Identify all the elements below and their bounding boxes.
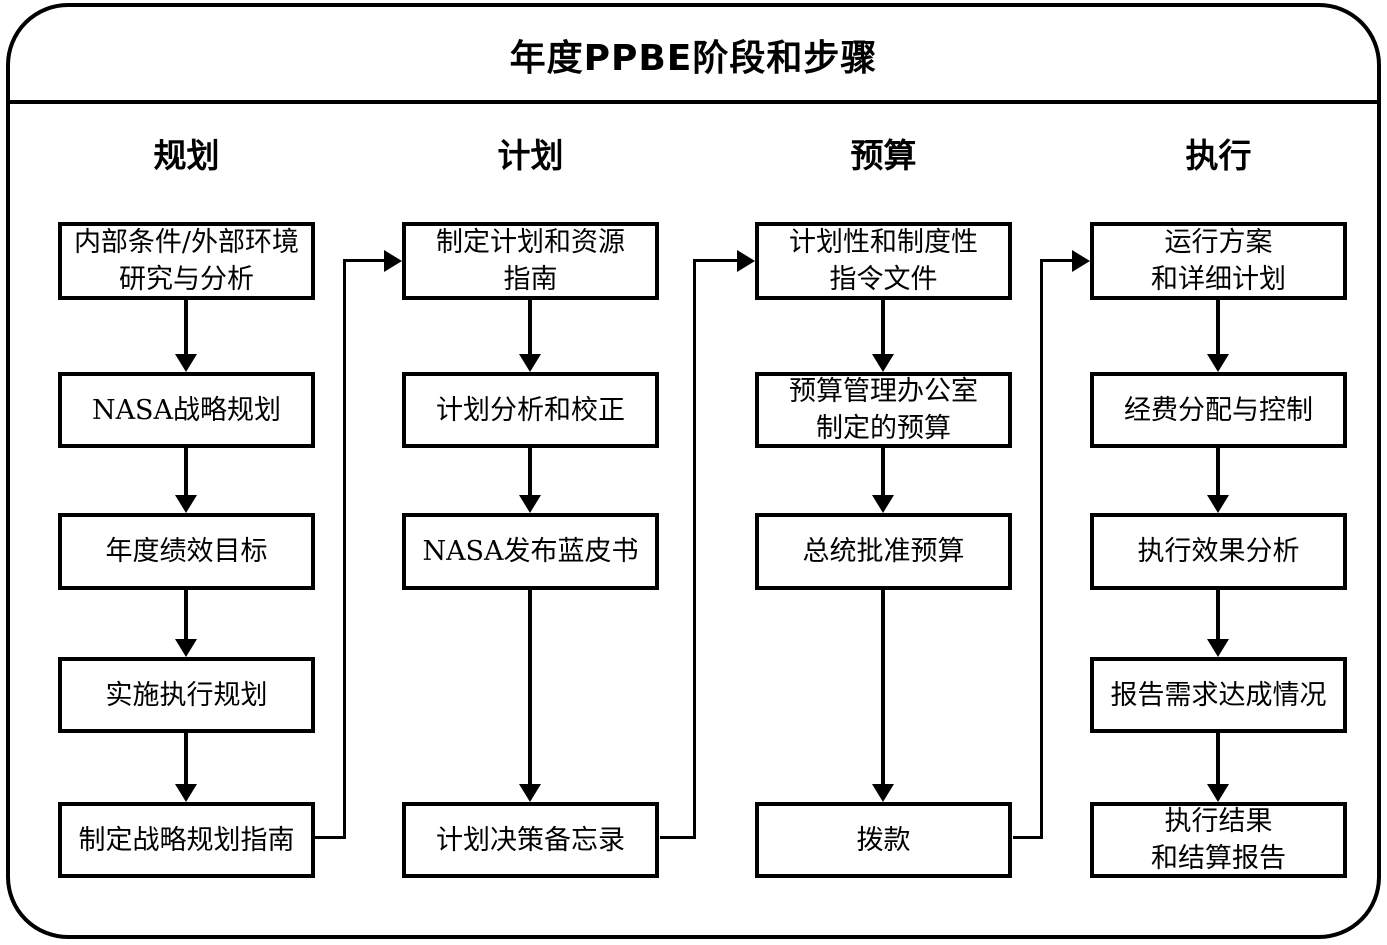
- box-budgeting-step-1: 计划性和制度性 指令文件: [755, 222, 1012, 300]
- box-execution-step-1: 运行方案 和详细计划: [1090, 222, 1347, 300]
- connector-budgeting-execution-riser: [1040, 259, 1043, 839]
- arrow-line-execution-4-5: [1216, 733, 1220, 786]
- box-planning-step-3: 年度绩效目标: [58, 513, 315, 590]
- connector-planning-programming-entry: [345, 259, 385, 262]
- title-separator-line: [6, 100, 1381, 104]
- box-programming-step-1: 制定计划和资源 指南: [402, 222, 659, 300]
- connector-planning-programming-exit: [315, 836, 346, 839]
- arrow-line-execution-3-4: [1216, 590, 1220, 641]
- arrowhead-right-icon: [1072, 250, 1090, 272]
- connector-programming-budgeting-exit: [660, 836, 696, 839]
- arrow-line-planning-1-2: [184, 300, 188, 356]
- arrowhead-right-icon: [737, 250, 755, 272]
- arrowhead-down-icon: [872, 354, 894, 372]
- column-header-execution: 执行: [1185, 136, 1252, 175]
- box-execution-step-2: 经费分配与控制: [1090, 372, 1347, 448]
- connector-budgeting-execution-entry: [1042, 259, 1073, 262]
- arrow-line-planning-4-5: [184, 733, 188, 786]
- box-planning-step-1: 内部条件/外部环境 研究与分析: [58, 222, 315, 300]
- box-budgeting-step-3: 总统批准预算: [755, 513, 1012, 590]
- column-header-planning: 规划: [153, 136, 220, 175]
- box-planning-step-2: NASA战略规划: [58, 372, 315, 448]
- arrowhead-down-icon: [872, 495, 894, 513]
- arrowhead-right-icon: [384, 250, 402, 272]
- arrowhead-down-icon: [519, 354, 541, 372]
- box-budgeting-step-4: 拨款: [755, 802, 1012, 878]
- arrowhead-down-icon: [519, 784, 541, 802]
- arrowhead-down-icon: [519, 495, 541, 513]
- arrowhead-down-icon: [175, 639, 197, 657]
- connector-programming-budgeting-riser: [693, 259, 696, 839]
- connector-programming-budgeting-entry: [695, 259, 738, 262]
- box-planning-step-5: 制定战略规划指南: [58, 802, 315, 878]
- arrowhead-down-icon: [1207, 354, 1229, 372]
- box-execution-step-4: 报告需求达成情况: [1090, 657, 1347, 733]
- box-execution-step-3: 执行效果分析: [1090, 513, 1347, 590]
- arrowhead-down-icon: [872, 784, 894, 802]
- arrow-line-budgeting-3-4: [881, 590, 885, 786]
- arrow-line-planning-2-3: [184, 448, 188, 497]
- connector-planning-programming-riser: [343, 259, 346, 839]
- arrowhead-down-icon: [1207, 495, 1229, 513]
- arrow-line-planning-3-4: [184, 590, 188, 641]
- box-planning-step-4: 实施执行规划: [58, 657, 315, 733]
- connector-budgeting-execution-exit: [1013, 836, 1043, 839]
- arrow-line-execution-2-3: [1216, 448, 1220, 497]
- column-header-programming: 计划: [497, 136, 564, 175]
- box-budgeting-step-2: 预算管理办公室 制定的预算: [755, 372, 1012, 448]
- arrow-line-execution-1-2: [1216, 300, 1220, 356]
- arrow-line-programming-3-4: [528, 590, 532, 786]
- box-programming-step-3: NASA发布蓝皮书: [402, 513, 659, 590]
- arrow-line-programming-1-2: [528, 300, 532, 356]
- arrowhead-down-icon: [175, 354, 197, 372]
- arrow-line-budgeting-1-2: [881, 300, 885, 356]
- arrowhead-down-icon: [175, 495, 197, 513]
- column-header-budgeting: 预算: [850, 136, 917, 175]
- arrowhead-down-icon: [1207, 784, 1229, 802]
- arrow-line-programming-2-3: [528, 448, 532, 497]
- box-execution-step-5: 执行结果 和结算报告: [1090, 802, 1347, 878]
- box-programming-step-4: 计划决策备忘录: [402, 802, 659, 878]
- arrowhead-down-icon: [1207, 639, 1229, 657]
- diagram-title: 年度PPBE阶段和步骤: [509, 38, 878, 79]
- box-programming-step-2: 计划分析和校正: [402, 372, 659, 448]
- arrow-line-budgeting-2-3: [881, 448, 885, 497]
- arrowhead-down-icon: [175, 784, 197, 802]
